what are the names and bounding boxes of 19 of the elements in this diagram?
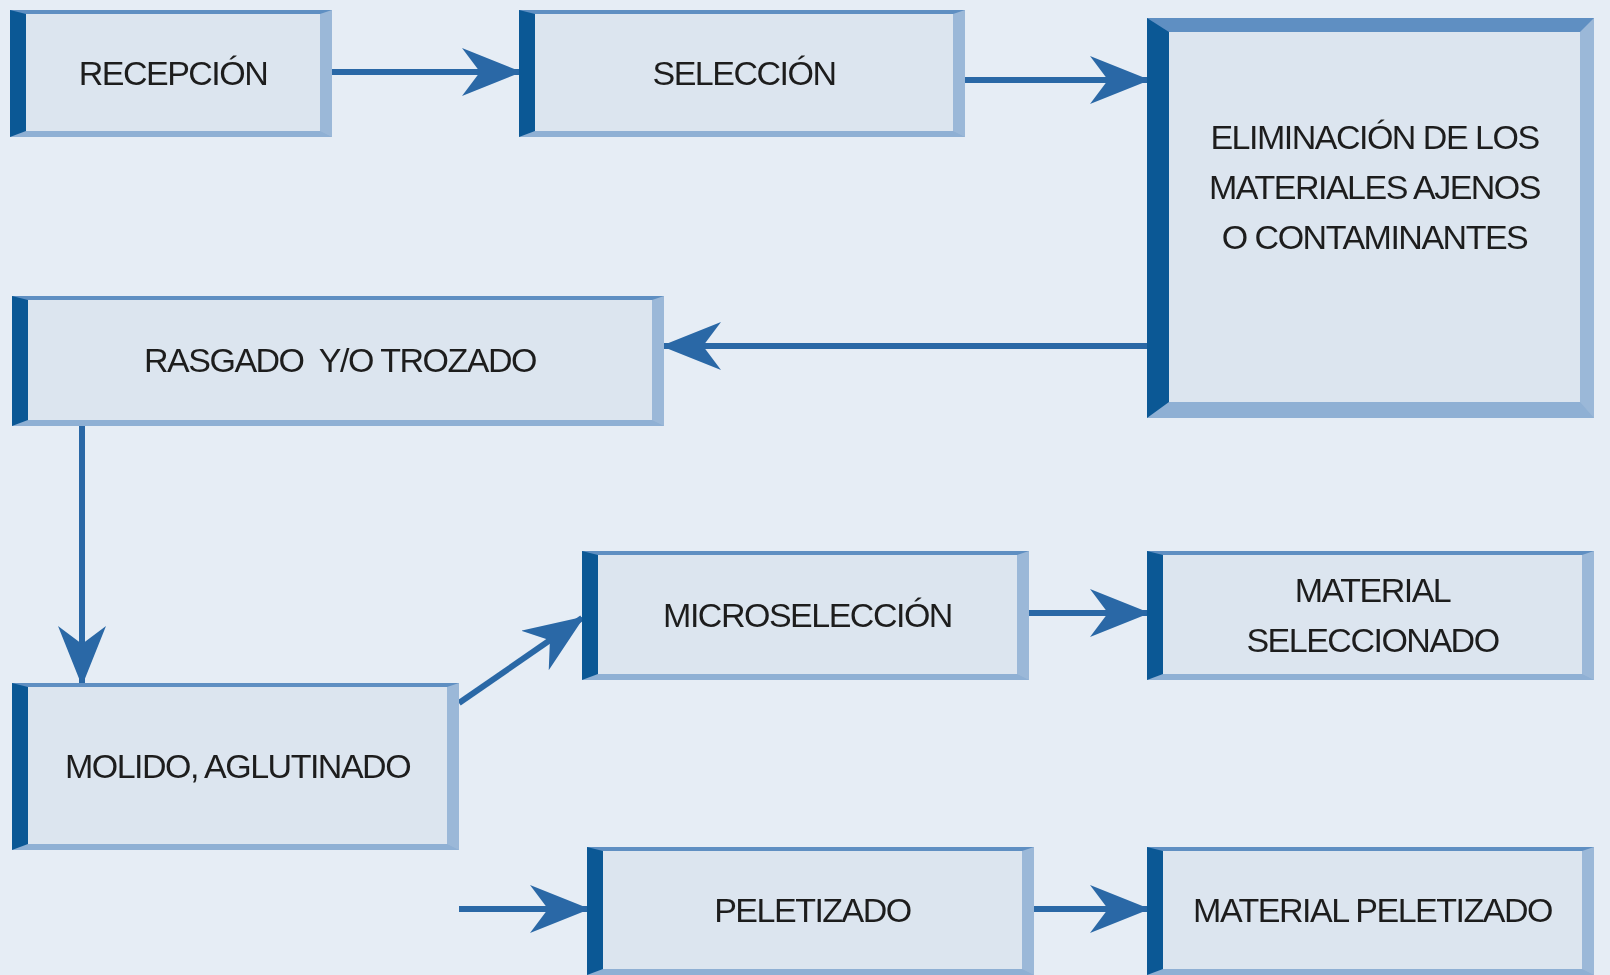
process-box bbox=[587, 847, 1034, 975]
process-box bbox=[12, 296, 664, 426]
process-box bbox=[519, 10, 965, 137]
process-box bbox=[12, 683, 459, 850]
process-box bbox=[1147, 18, 1594, 418]
process-label: SELECCIÓN bbox=[651, 52, 837, 94]
process-label: ELIMINACIÓN DE LOS MATERIALES AJENOS O CONTAMINANTES bbox=[1208, 117, 1541, 258]
process-box bbox=[1147, 847, 1594, 975]
process-label: RECEPCIÓN bbox=[77, 52, 269, 94]
process-label: MOLIDO, AGLUTINADO bbox=[63, 745, 412, 787]
process-label: PELETIZADO bbox=[713, 890, 912, 931]
process-label: RASGADO Y/O TROZADO bbox=[143, 340, 537, 381]
process-box bbox=[10, 10, 332, 137]
process-box bbox=[1147, 551, 1594, 680]
arrow bbox=[58, 426, 106, 686]
process-box bbox=[582, 551, 1029, 680]
process-label: MATERIAL SELECCIONADO bbox=[1245, 569, 1500, 661]
process-label: MICROSELECCIÓN bbox=[662, 594, 953, 636]
process-label: MATERIAL PELETIZADO bbox=[1192, 890, 1553, 931]
